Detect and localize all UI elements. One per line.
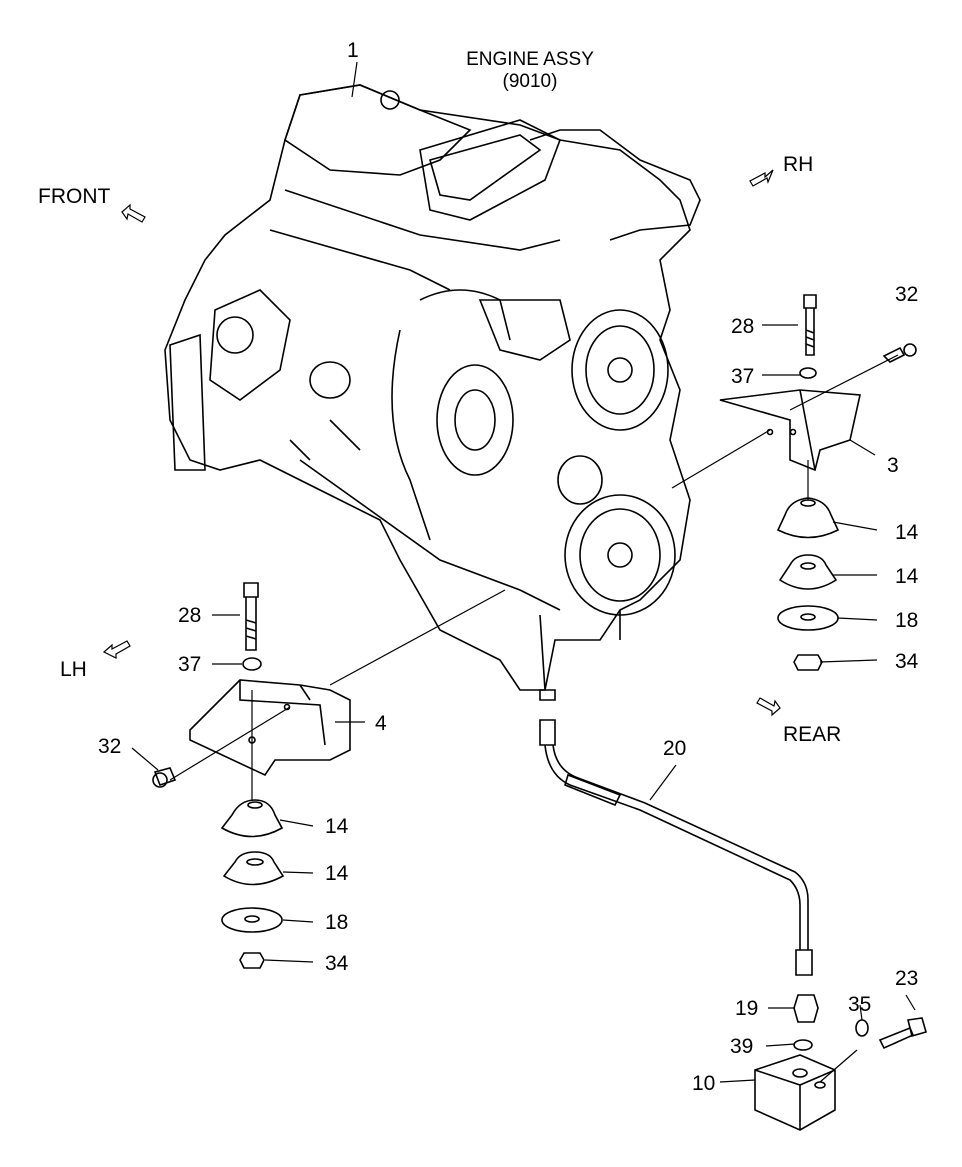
callout-37-lh: 37 [178,653,202,676]
direction-rh: RH [783,153,814,176]
callout-1: 1 [347,39,359,62]
callout-19: 19 [735,997,759,1020]
callout-32-lh: 32 [98,735,122,758]
diagram-subtitle: (9010) [502,71,558,92]
callout-14-rh-lower: 14 [895,565,919,588]
callout-34-rh: 34 [895,650,919,673]
callout-3: 3 [887,454,899,477]
callout-32-rh: 32 [895,283,919,306]
direction-arrows [102,169,781,717]
callout-14-lh-lower: 14 [325,862,349,885]
front-arrow-icon [121,203,146,223]
direction-lh: LH [60,658,87,681]
callout-14-lh-upper: 14 [325,815,349,838]
callout-20: 20 [663,737,687,760]
callout-37-rh: 37 [731,365,755,388]
callout-28-rh: 28 [731,315,755,338]
engine-illustration [164,84,701,701]
lh-arrow-icon [102,640,131,659]
leader-lines [131,61,916,1083]
rh-arrow-icon [749,169,774,187]
callout-34-lh: 34 [325,952,349,975]
callout-18-lh: 18 [325,911,349,934]
rh-mount-parts [719,294,917,671]
callout-35: 35 [848,993,872,1016]
callout-28-lh: 28 [178,604,202,627]
callout-10: 10 [692,1072,716,1095]
direction-front: FRONT [38,185,111,208]
callout-14-rh-upper: 14 [895,521,919,544]
callout-23: 23 [895,967,919,990]
drain-hose-parts [539,719,927,1131]
diagram-title: ENGINE ASSY [466,49,594,70]
lh-mount-parts [152,582,351,969]
callout-4: 4 [375,712,387,735]
direction-rear: REAR [783,723,842,746]
rear-arrow-icon [756,697,781,717]
callout-39: 39 [730,1035,754,1058]
callout-18-rh: 18 [895,609,919,632]
